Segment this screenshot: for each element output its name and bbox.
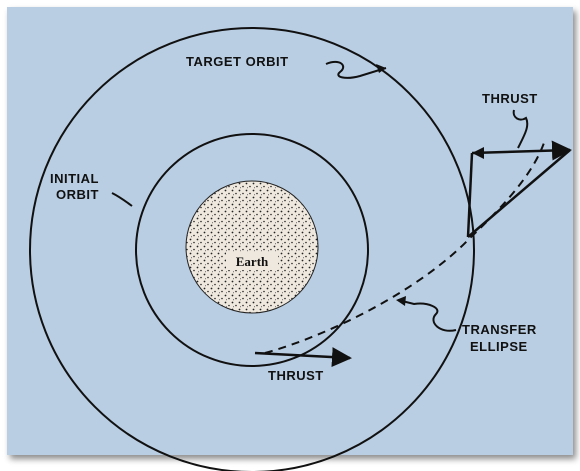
transfer-ellipse-pointer	[398, 300, 456, 331]
thrust-vector-resultant	[468, 150, 570, 237]
thrust-bottom-label: THRUST	[268, 368, 324, 383]
earth-label: Earth	[236, 254, 269, 269]
initial-orbit-pointer	[112, 193, 132, 206]
transfer-ellipse-pointer-head	[396, 296, 406, 306]
initial-orbit-label-line1: INITIAL	[50, 171, 99, 186]
target-orbit-label: TARGET ORBIT	[186, 54, 289, 69]
earth-circle	[186, 181, 318, 313]
thrust-vector-radial	[468, 153, 472, 237]
transfer-ellipse-label-line2: ELLIPSE	[470, 339, 528, 354]
thrust-vector-head	[472, 147, 484, 159]
transfer-ellipse-label-line1: TRANSFER	[462, 322, 537, 337]
target-orbit-pointer	[326, 62, 386, 78]
thrust-top-label: THRUST	[482, 91, 538, 106]
initial-orbit-label-line2: ORBIT	[56, 187, 99, 202]
thrust-vector-tangential	[472, 150, 570, 153]
thrust-top-pointer	[514, 110, 528, 148]
